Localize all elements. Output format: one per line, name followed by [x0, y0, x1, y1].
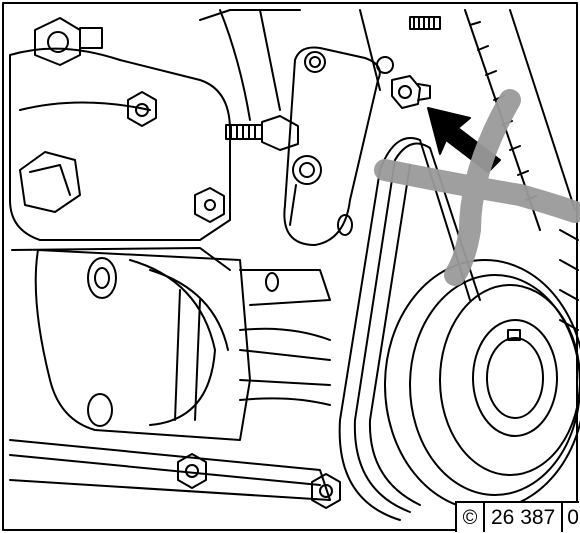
alternator-housing — [34, 249, 331, 441]
figure-number: 26 387 — [485, 503, 564, 532]
tensioner-lever — [283, 46, 394, 246]
cross-out-mark-icon — [374, 89, 580, 286]
v-belt — [338, 137, 481, 521]
hex-bolt-top-left — [34, 17, 103, 66]
hex-bolt-bottom-center — [311, 473, 341, 509]
hex-bolt-mid-left — [127, 91, 157, 127]
threaded-stud-mid — [225, 115, 299, 151]
threaded-stud-top — [409, 16, 441, 30]
hex-bolt-bottom-left — [177, 453, 207, 489]
revision-code: 0 — [567, 505, 579, 529]
copyright-symbol: © — [457, 503, 485, 532]
hex-nut-large — [19, 151, 81, 213]
crank-pulley — [384, 259, 580, 511]
figure-caption: © 26 387 0 — [455, 501, 579, 532]
engine-block — [9, 9, 381, 501]
adjusting-bolt — [391, 75, 431, 109]
hex-bolt-center — [194, 187, 225, 223]
